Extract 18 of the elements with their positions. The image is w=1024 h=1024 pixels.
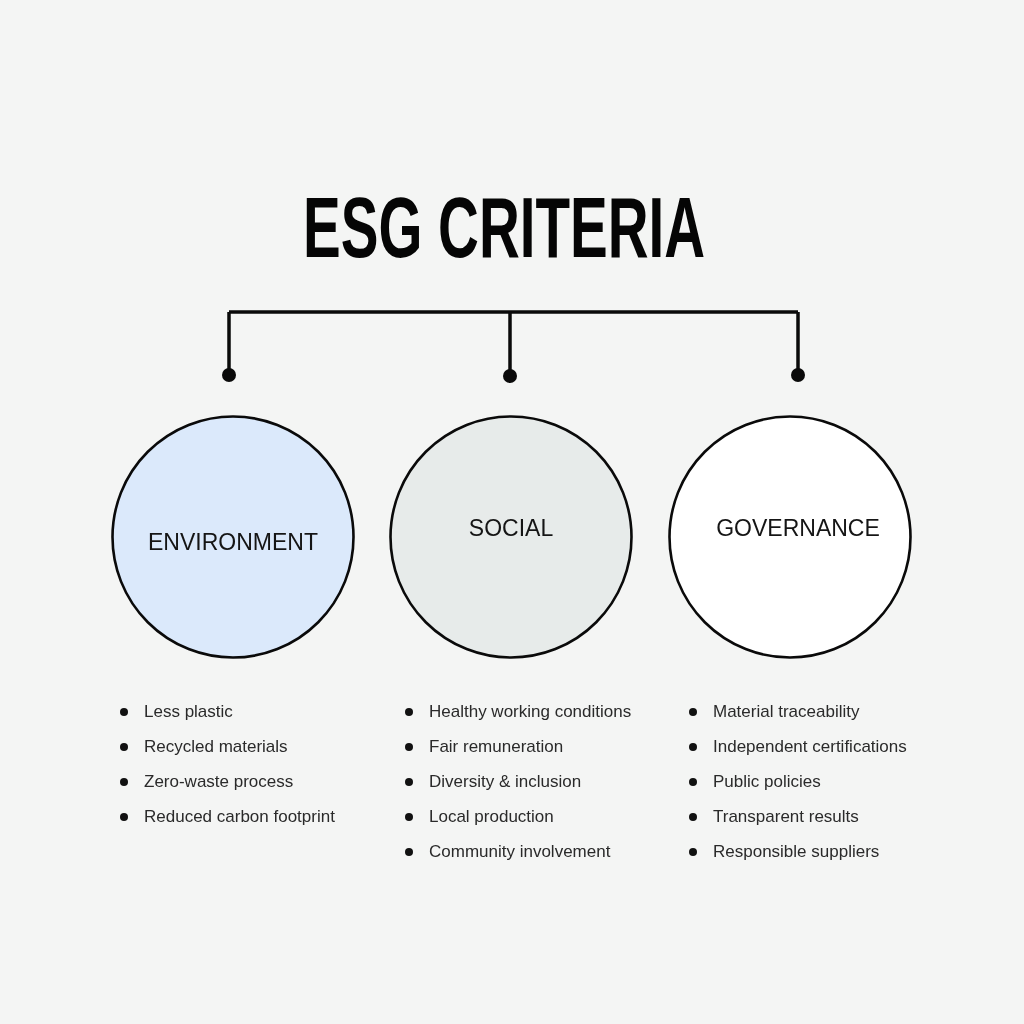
list-item: Recycled materials	[144, 737, 288, 757]
list-item: Fair remuneration	[429, 737, 564, 757]
list-item: Diversity & inclusion	[429, 772, 582, 792]
list-item: Reduced carbon footprint	[144, 807, 335, 827]
circle-label: SOCIAL	[468, 515, 554, 541]
list-item: Public policies	[713, 772, 821, 792]
list-item: Transparent results	[713, 807, 859, 827]
list-item: Less plastic	[144, 702, 233, 722]
list-item: Healthy working conditions	[429, 702, 632, 722]
title: ESG CRITERIA	[303, 185, 705, 270]
circle-label: ENVIRONMENT	[148, 529, 318, 555]
list-item: Community involvement	[429, 842, 611, 862]
list-item: Independent certifications	[713, 737, 907, 757]
list-item: Local production	[429, 807, 554, 827]
circle-label: GOVERNANCE	[716, 515, 880, 541]
list-item: Responsible suppliers	[713, 842, 880, 862]
list-item: Material traceability	[713, 702, 860, 722]
list-item: Zero-waste process	[144, 772, 294, 792]
